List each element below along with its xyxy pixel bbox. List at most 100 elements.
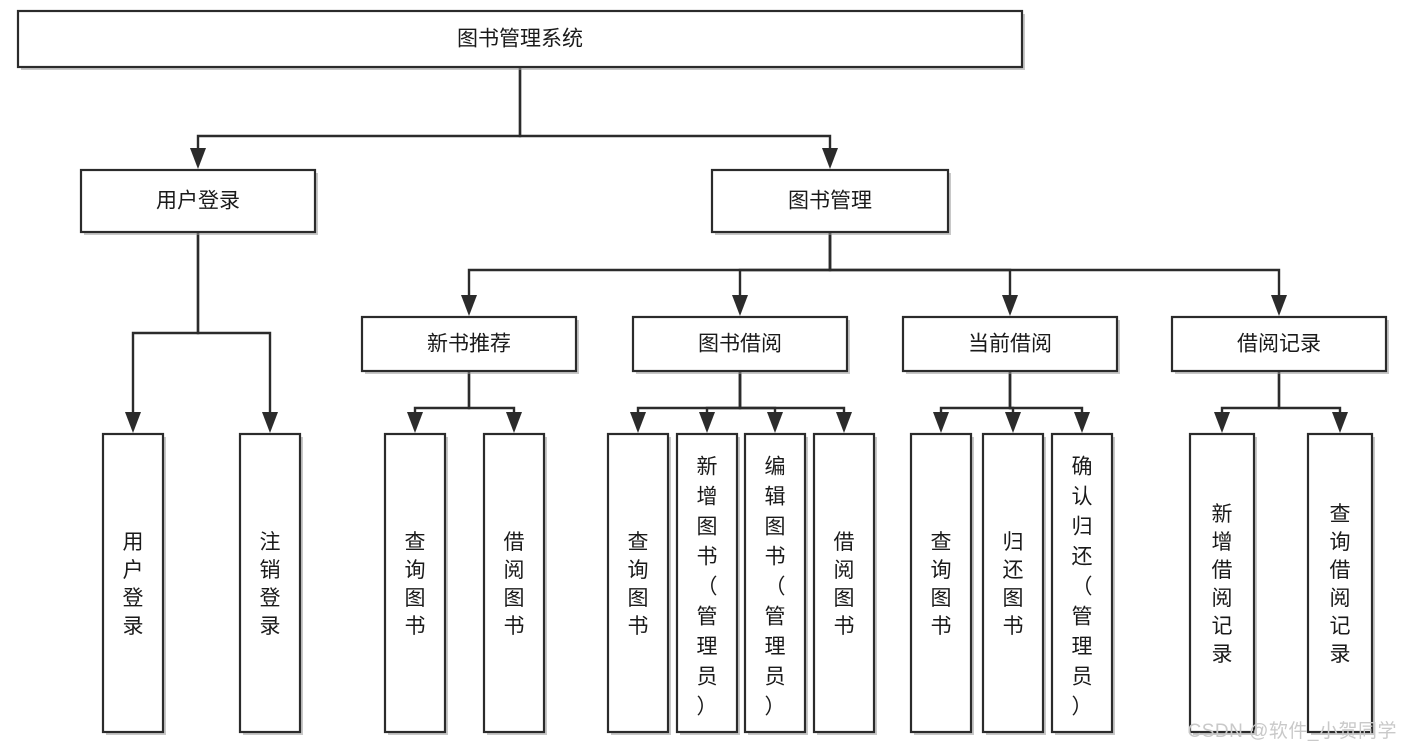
node-label: 编辑图书（管理员） bbox=[765, 455, 786, 718]
node-layer: 图书管理系统用户登录图书管理新书推荐图书借阅当前借阅借阅记录用户登录注销登录查询… bbox=[16, 9, 1389, 735]
arrow-head-icon bbox=[190, 148, 206, 169]
connector-图书管理-to-借阅记录 bbox=[828, 232, 1287, 316]
node-box bbox=[360, 315, 578, 373]
node-label: 查询借阅记录 bbox=[1330, 503, 1351, 666]
arrow-head-icon bbox=[262, 412, 278, 433]
node-label: 图书管理系统 bbox=[457, 28, 583, 51]
node-label: 用户登录 bbox=[156, 190, 240, 213]
node-box bbox=[981, 432, 1045, 734]
node-box bbox=[238, 432, 302, 734]
node-label: 归还图书 bbox=[1003, 531, 1024, 638]
node-box bbox=[1188, 432, 1256, 734]
connector-借阅记录-to-新增借阅记录 bbox=[1214, 371, 1281, 433]
arrow-head-icon bbox=[461, 295, 477, 316]
node-box bbox=[1170, 315, 1388, 373]
node-借阅记录[interactable]: 借阅记录 bbox=[1170, 315, 1389, 374]
arrow-head-icon bbox=[1074, 412, 1090, 433]
connector-图书管理系统-to-用户登录 bbox=[190, 67, 522, 169]
node-新书推荐[interactable]: 新书推荐 bbox=[360, 315, 579, 374]
node-box bbox=[901, 315, 1119, 373]
node-新增借阅记录[interactable]: 新增借阅记录 bbox=[1188, 432, 1257, 735]
node-box bbox=[1306, 432, 1374, 734]
node-box bbox=[1050, 432, 1114, 734]
node-box bbox=[812, 432, 876, 734]
node-借阅图书[interactable]: 借阅图书 bbox=[812, 432, 877, 735]
node-归还图书[interactable]: 归还图书 bbox=[981, 432, 1046, 735]
node-box bbox=[79, 168, 317, 234]
node-box bbox=[606, 432, 670, 734]
arrow-head-icon bbox=[630, 412, 646, 433]
connector-用户登录-to-用户登录 bbox=[125, 232, 200, 433]
node-用户登录[interactable]: 用户登录 bbox=[79, 168, 318, 235]
arrow-head-icon bbox=[822, 148, 838, 169]
connector-当前借阅-to-查询图书 bbox=[933, 371, 1012, 433]
connector-图书管理系统-to-图书管理 bbox=[518, 67, 838, 169]
node-label: 新增借阅记录 bbox=[1212, 503, 1233, 666]
connector-图书借阅-to-借阅图书 bbox=[738, 371, 852, 433]
node-label: 图书借阅 bbox=[698, 333, 782, 356]
node-box bbox=[710, 168, 950, 234]
node-label: 查询图书 bbox=[405, 531, 426, 638]
node-查询借阅记录[interactable]: 查询借阅记录 bbox=[1306, 432, 1375, 735]
arrow-head-icon bbox=[836, 412, 852, 433]
arrow-head-icon bbox=[732, 295, 748, 316]
node-编辑图书管理员[interactable]: 编辑图书（管理员） bbox=[743, 432, 808, 735]
connector-图书借阅-to-编辑图书管理员 bbox=[738, 371, 783, 433]
node-label: 借阅图书 bbox=[834, 531, 855, 638]
connector-用户登录-to-注销登录 bbox=[196, 232, 278, 433]
node-label: 查询图书 bbox=[628, 531, 649, 638]
node-注销登录[interactable]: 注销登录 bbox=[238, 432, 303, 735]
node-图书管理[interactable]: 图书管理 bbox=[710, 168, 951, 235]
node-label: 借阅记录 bbox=[1237, 333, 1321, 356]
node-label: 注销登录 bbox=[260, 531, 281, 638]
node-查询图书[interactable]: 查询图书 bbox=[383, 432, 448, 735]
connector-当前借阅-to-归还图书 bbox=[1005, 371, 1021, 433]
connector-layer bbox=[125, 67, 1348, 433]
connector-当前借阅-to-确认归还管理员 bbox=[1008, 371, 1090, 433]
arrow-head-icon bbox=[1005, 412, 1021, 433]
node-box bbox=[16, 9, 1024, 69]
node-label: 确认归还（管理员） bbox=[1072, 455, 1093, 718]
arrow-head-icon bbox=[1271, 295, 1287, 316]
node-查询图书[interactable]: 查询图书 bbox=[606, 432, 671, 735]
arrow-head-icon bbox=[125, 412, 141, 433]
node-label: 新书推荐 bbox=[427, 333, 511, 356]
node-查询图书[interactable]: 查询图书 bbox=[909, 432, 974, 735]
connector-图书管理-to-新书推荐 bbox=[461, 232, 832, 316]
arrow-head-icon bbox=[767, 412, 783, 433]
node-box bbox=[675, 432, 739, 734]
connector-图书管理-to-图书借阅 bbox=[732, 232, 832, 316]
node-用户登录[interactable]: 用户登录 bbox=[101, 432, 166, 735]
arrow-head-icon bbox=[699, 412, 715, 433]
arrow-head-icon bbox=[1214, 412, 1230, 433]
node-box bbox=[743, 432, 807, 734]
arrow-head-icon bbox=[933, 412, 949, 433]
connector-图书管理-to-当前借阅 bbox=[828, 232, 1018, 316]
arrow-head-icon bbox=[506, 412, 522, 433]
node-确认归还管理员[interactable]: 确认归还（管理员） bbox=[1050, 432, 1115, 735]
arrow-head-icon bbox=[1002, 295, 1018, 316]
node-label: 当前借阅 bbox=[968, 333, 1052, 356]
node-图书管理系统[interactable]: 图书管理系统 bbox=[16, 9, 1025, 70]
node-label: 借阅图书 bbox=[504, 531, 525, 638]
node-label: 新增图书（管理员） bbox=[697, 455, 718, 718]
connector-新书推荐-to-借阅图书 bbox=[467, 371, 522, 433]
connector-新书推荐-to-查询图书 bbox=[407, 371, 471, 433]
node-label: 查询图书 bbox=[931, 531, 952, 638]
node-box bbox=[482, 432, 546, 734]
arrow-head-icon bbox=[1332, 412, 1348, 433]
node-box bbox=[383, 432, 447, 734]
arrow-head-icon bbox=[407, 412, 423, 433]
node-box bbox=[631, 315, 849, 373]
node-借阅图书[interactable]: 借阅图书 bbox=[482, 432, 547, 735]
node-当前借阅[interactable]: 当前借阅 bbox=[901, 315, 1120, 374]
node-图书借阅[interactable]: 图书借阅 bbox=[631, 315, 850, 374]
connector-图书借阅-to-查询图书 bbox=[630, 371, 742, 433]
connector-借阅记录-to-查询借阅记录 bbox=[1277, 371, 1348, 433]
node-新增图书管理员[interactable]: 新增图书（管理员） bbox=[675, 432, 740, 735]
connector-图书借阅-to-新增图书管理员 bbox=[699, 371, 742, 433]
node-box bbox=[101, 432, 165, 734]
node-label: 用户登录 bbox=[123, 531, 144, 638]
